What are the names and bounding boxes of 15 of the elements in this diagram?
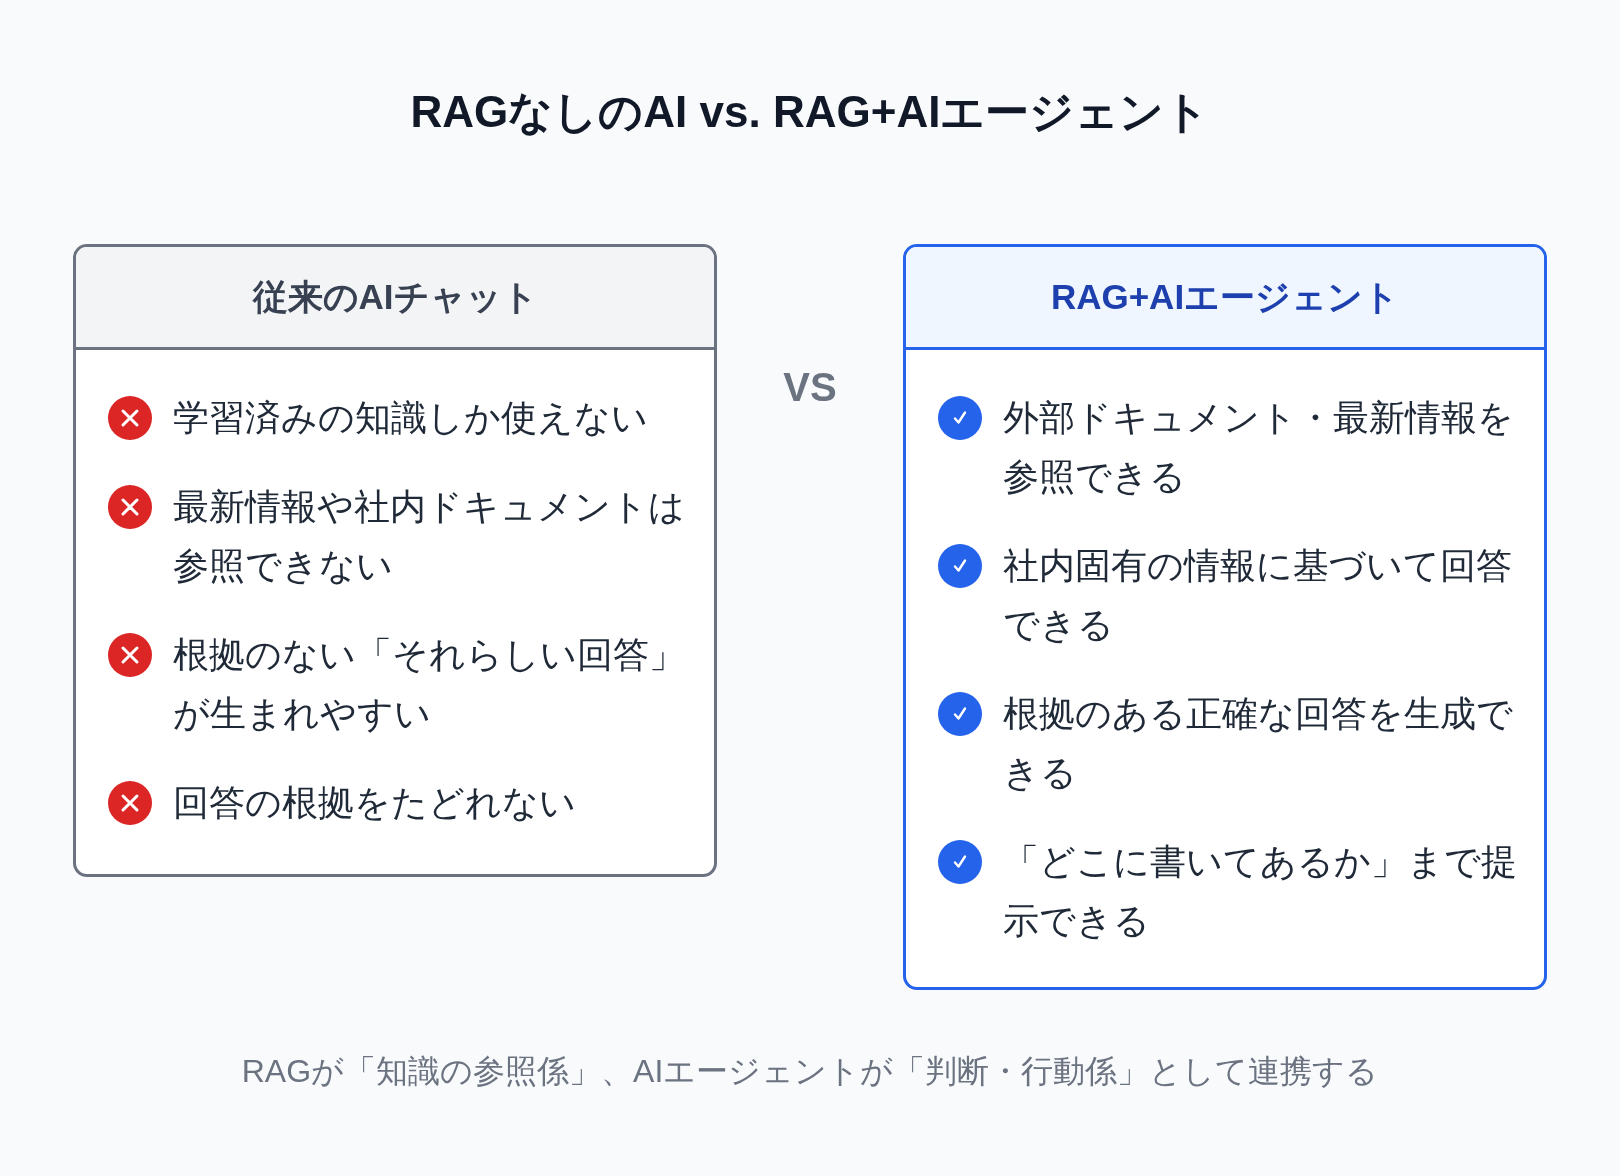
title: RAGなしのAI vs. RAG+AIエージェント bbox=[410, 86, 1210, 138]
caption: RAGが「知識の参照係」、AIエージェントが「判断・行動係」として連携する bbox=[241, 1052, 1379, 1091]
card-header: 従来のAIチャット bbox=[76, 247, 714, 350]
comparison-card bbox=[903, 244, 1547, 990]
list-item-text: 社内固有の情報に基づいて回答できる bbox=[1003, 544, 1513, 647]
list-item-text: 最新情報や社内ドキュメントは参照できない bbox=[173, 485, 686, 588]
list-item-text: 学習済みの知識しか使えない bbox=[173, 396, 649, 440]
comparison-card bbox=[73, 244, 717, 877]
list-item-text: 根拠のない「それらしい回答」が生まれやすい bbox=[173, 633, 686, 736]
list-item-text: 回答の根拠をたどれない bbox=[173, 781, 577, 825]
vs-text: VS bbox=[783, 364, 837, 411]
list-item-text: 外部ドキュメント・最新情報を参照できる bbox=[1003, 396, 1515, 499]
list-item-text: 「どこに書いてあるか」まで提示できる bbox=[1003, 840, 1518, 943]
card-header: RAG+AIエージェント bbox=[906, 247, 1544, 350]
list-item-text: 根拠のある正確な回答を生成できる bbox=[1003, 692, 1514, 795]
